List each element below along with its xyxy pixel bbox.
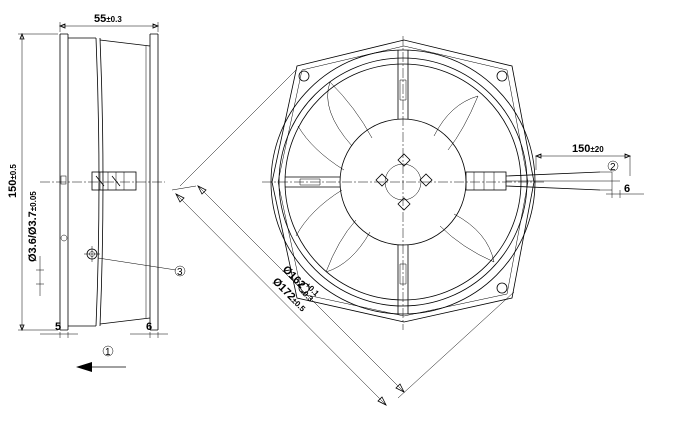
dim-height-150: 150±0.5 — [7, 164, 19, 198]
dim-bottom-5: 5 — [55, 321, 61, 333]
airflow-arrow-icon — [76, 362, 92, 372]
callout-3: 3 — [177, 267, 183, 278]
dim-wire-6: 6 — [624, 183, 630, 195]
dim-cable-150: 150±20 — [572, 143, 604, 155]
front-view: 150±20 2 6 Ø162+0.1-0.3 Ø172±0.5 — [171, 36, 644, 406]
dim-bottom-6: 6 — [146, 321, 152, 333]
callout-1: 1 — [105, 347, 111, 358]
dim-width-55: 55±0.3 — [94, 13, 122, 25]
side-view: 55±0.3 150±0.5 Ø3.6/Ø3.7±0.05 5 6 3 1 — [7, 13, 186, 372]
dim-hole-diameter: Ø3.6/Ø3.7±0.05 — [27, 191, 39, 262]
callout-2: 2 — [610, 162, 616, 173]
